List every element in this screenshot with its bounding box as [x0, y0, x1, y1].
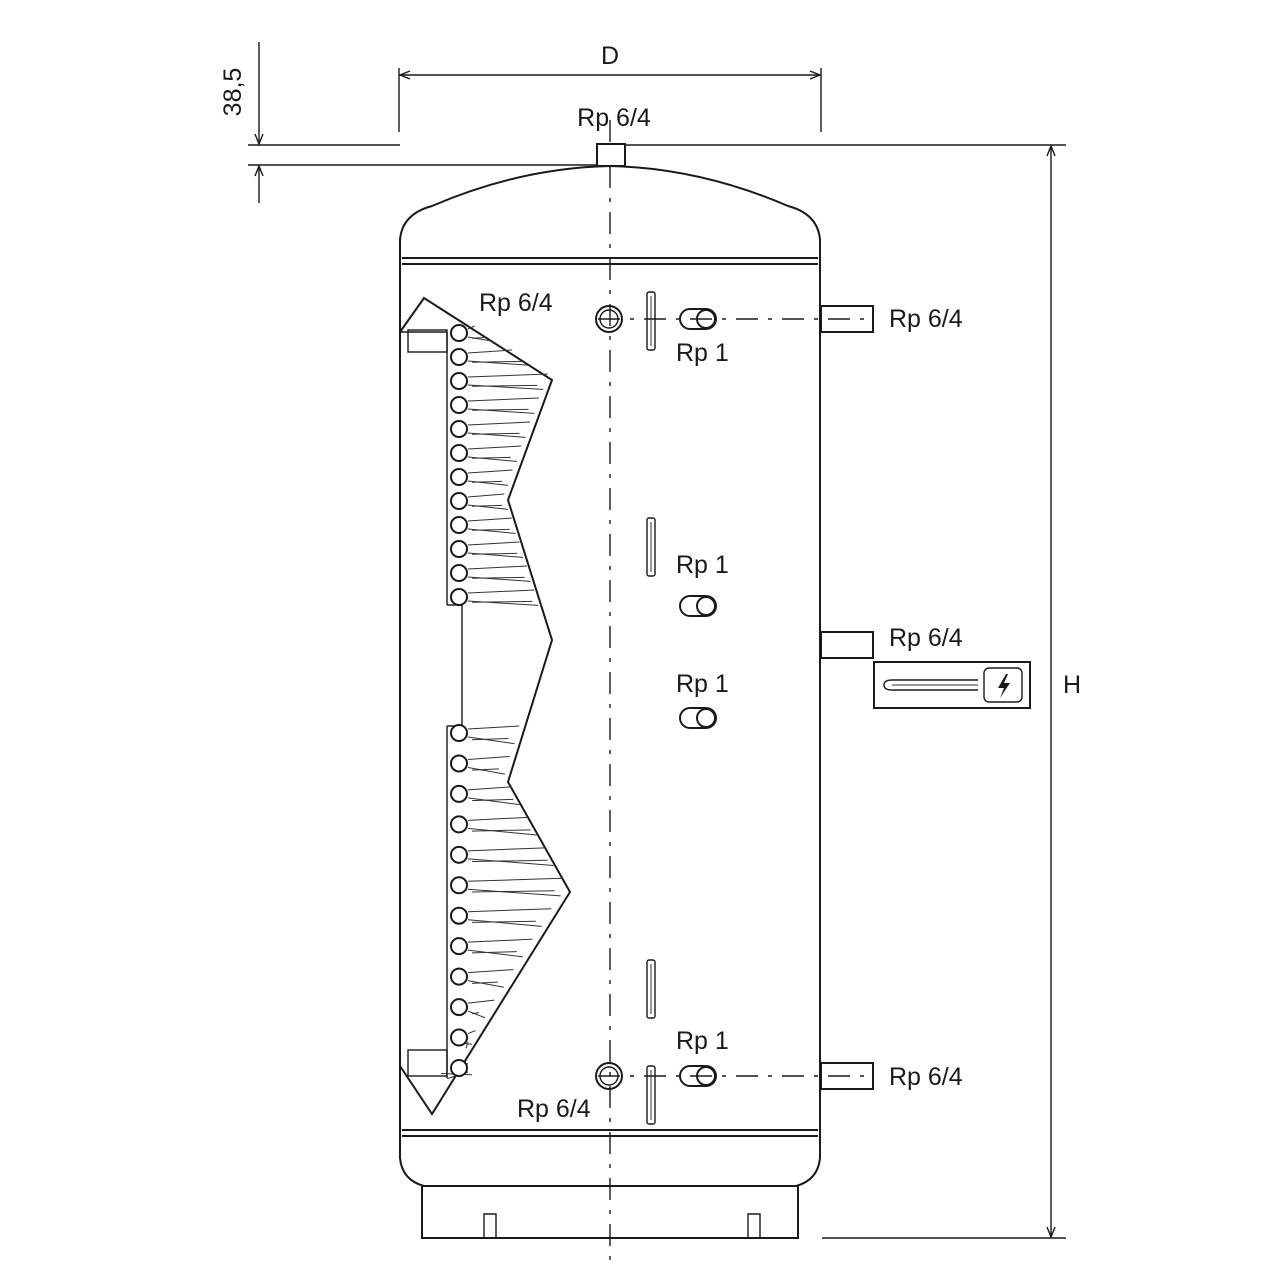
right-connection-middle: Rp 6/4: [820, 624, 963, 659]
thermometer-well-3: [646, 959, 656, 1019]
coil-tube: [450, 906, 552, 927]
top-connection-label: Rp 6/4: [577, 104, 651, 132]
sensor-sleeve-2-label: Rp 1: [676, 551, 729, 579]
coil-tube: [450, 724, 520, 745]
coil-tube: [450, 492, 509, 510]
coil-lower-tubes: [441, 724, 563, 1080]
coil-tube: [450, 998, 495, 1019]
lightning-icon: [998, 674, 1010, 698]
sensor-sleeve-4: Rp 1: [676, 1027, 729, 1087]
thermometer-well-2: [646, 517, 656, 577]
sensor-sleeve-2: Rp 1: [676, 551, 729, 617]
coil-tube: [450, 754, 510, 775]
right-connection-upper-label: Rp 6/4: [889, 305, 963, 333]
top-connection: Rp 6/4: [577, 104, 651, 167]
sensor-sleeve-3: Rp 1: [676, 670, 729, 729]
coil-tube: [450, 967, 514, 988]
coil-tube: [441, 1059, 473, 1080]
coil-tube: [450, 444, 522, 462]
coil-tube: [450, 784, 520, 806]
coil-connection-lower-label: Rp 6/4: [517, 1095, 591, 1123]
coil-tube: [450, 372, 548, 390]
coil-connection-lower: Rp 6/4: [517, 1062, 623, 1123]
right-connection-middle-label: Rp 6/4: [889, 624, 963, 652]
coil-tube: [450, 324, 494, 342]
coil-tube: [450, 516, 516, 534]
sensor-sleeve-1-label: Rp 1: [676, 339, 729, 367]
coil-tube: [450, 396, 539, 414]
coil-tube: [450, 420, 531, 438]
coil-tube: [450, 588, 539, 606]
coil-connection-upper: Rp 6/4: [479, 289, 623, 333]
coil-tube: [450, 348, 531, 366]
dimension-h-label: H: [1063, 671, 1081, 699]
coil-tube: [450, 815, 537, 836]
dimension-d-label: D: [601, 42, 619, 70]
coil-tube: [450, 564, 531, 582]
heat-exchanger: [399, 296, 572, 1116]
coil-connection-upper-label: Rp 6/4: [479, 289, 553, 317]
thermometer-well-4: [646, 1065, 656, 1125]
sensor-sleeve-1: Rp 1: [676, 308, 729, 367]
right-connection-lower-label: Rp 6/4: [889, 1063, 963, 1091]
sensor-sleeve-3-label: Rp 1: [676, 670, 729, 698]
coil-tube: [450, 1028, 476, 1049]
coil-tube: [450, 876, 563, 897]
dimension-d: D: [398, 42, 822, 132]
dimension-top-offset: 38,5: [219, 42, 1066, 203]
right-connection-lower: Rp 6/4: [820, 1062, 963, 1091]
coil-upper-tubes: [450, 324, 548, 606]
coil-tube: [450, 937, 533, 958]
sensor-sleeve-4-label: Rp 1: [676, 1027, 729, 1055]
coil-tube: [450, 540, 524, 558]
dimension-top-offset-label: 38,5: [219, 68, 247, 117]
dimension-h: H: [822, 144, 1081, 1239]
coil-tube: [450, 468, 513, 486]
thermometer-well-1: [646, 291, 656, 351]
coil-tube: [450, 845, 554, 866]
electric-heater-icon: [873, 661, 1031, 709]
